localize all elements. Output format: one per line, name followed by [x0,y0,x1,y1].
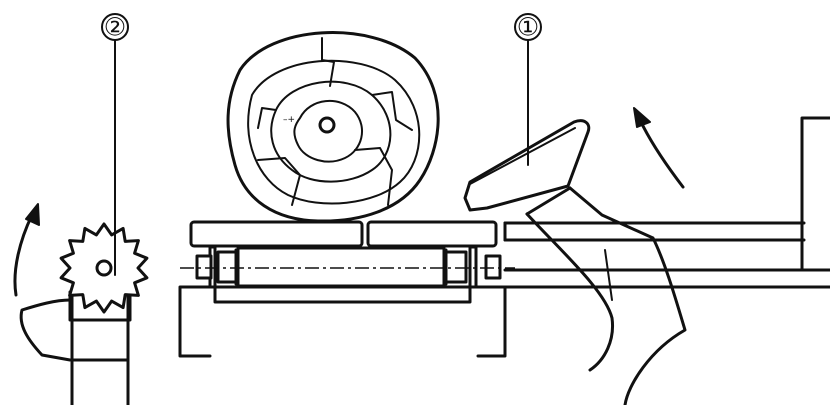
roller [236,246,446,288]
bearing-right-outer [484,254,502,280]
bearing-left-inner [216,250,238,284]
rail-conveyor [503,116,830,289]
callout-2: ② [101,13,129,276]
support-plate-left [189,220,364,248]
loading-arm [463,119,687,405]
sprocket-assembly [19,222,149,405]
carriage-base [178,220,515,358]
arm-rotation-arrow [633,107,685,189]
callout-1: ① [514,13,542,166]
log-cross-section: –+ [226,31,440,223]
sprocket-hub [95,259,113,277]
sprocket-rotation-arrow [13,203,40,297]
callout-2-label: ② [104,13,126,42]
support-plate-right [366,220,498,248]
bearing-left-outer [195,254,213,280]
tiny-mark: –+ [283,115,295,125]
bearing-right-inner [444,250,468,284]
log-pith [318,116,336,134]
callout-1-label: ① [517,13,539,42]
sprocket-gear [59,222,149,314]
